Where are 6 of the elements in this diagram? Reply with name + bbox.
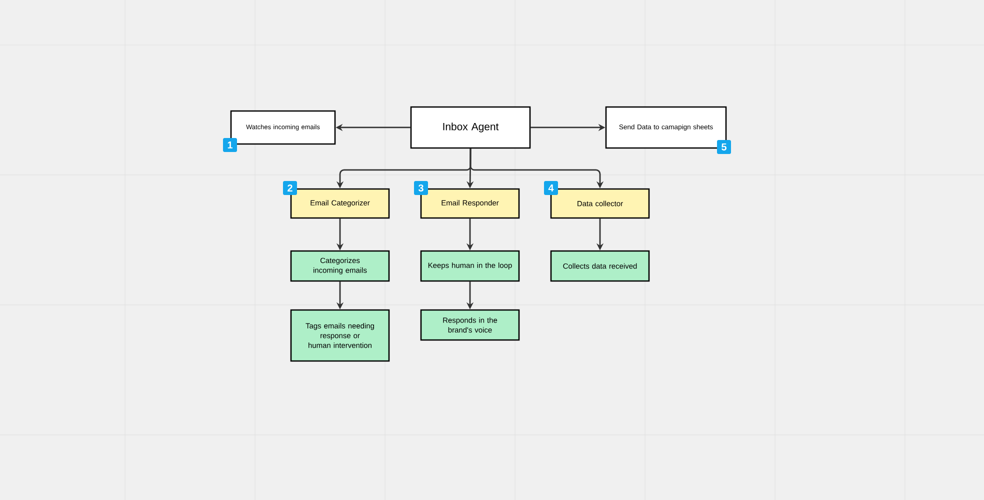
callout-number: 1 <box>223 138 237 152</box>
callout-number: 2 <box>283 180 297 195</box>
callout-number: 3 <box>414 180 428 195</box>
callout-number: 5 <box>717 140 731 154</box>
agent-box: Inbox Agent <box>410 106 531 149</box>
callout-number: 4 <box>544 180 558 195</box>
